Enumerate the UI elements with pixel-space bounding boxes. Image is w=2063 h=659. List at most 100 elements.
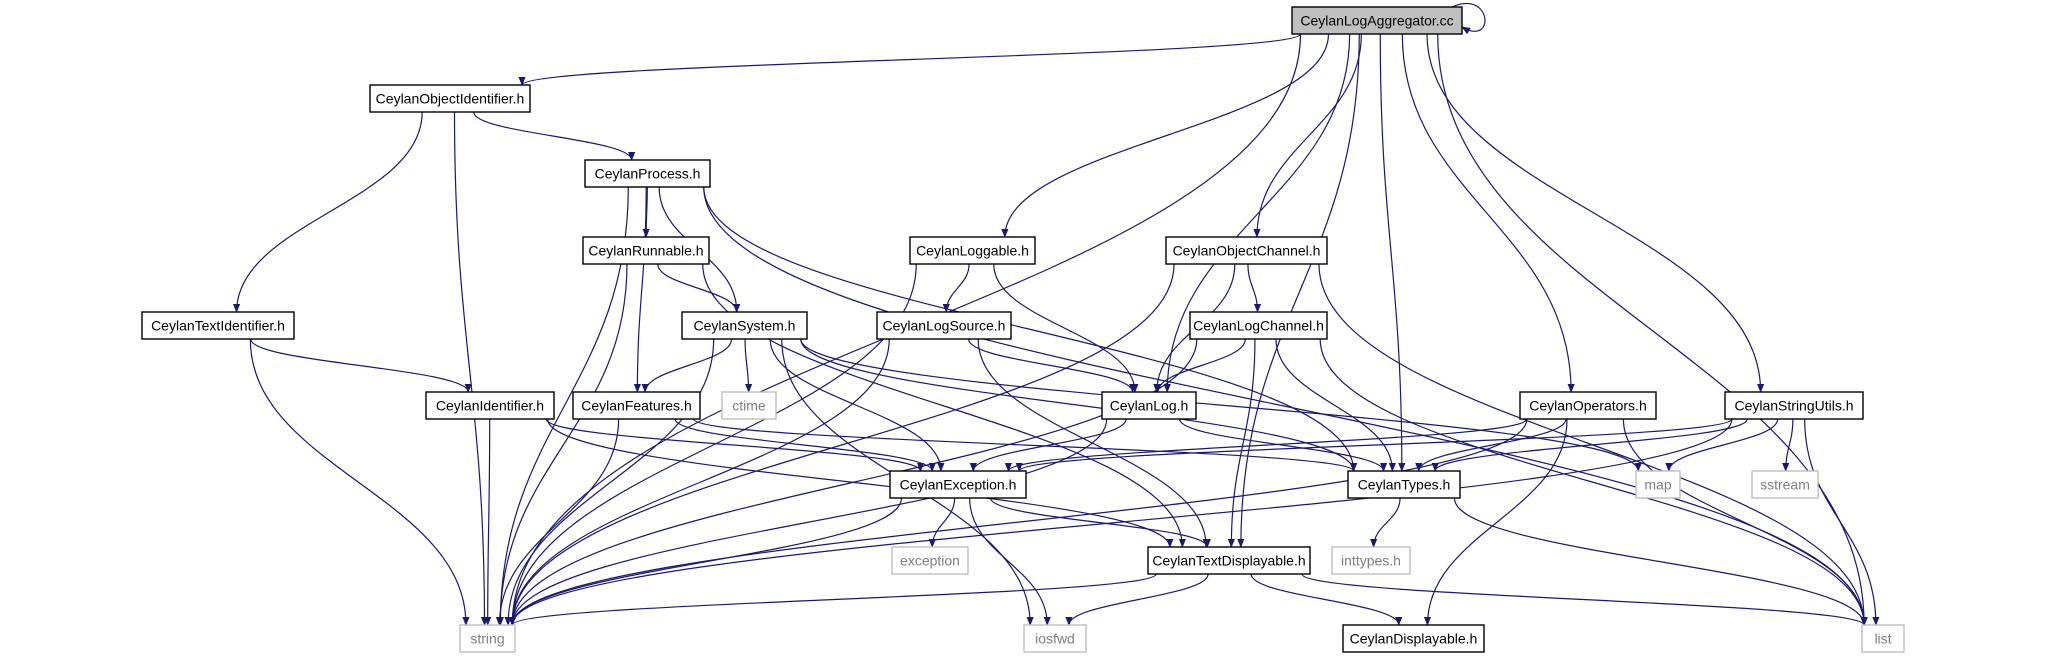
edge-log-to-types [1179, 418, 1388, 472]
edge-operators-to-displayable [1423, 418, 1568, 626]
edge-stringutils-to-exception [1015, 418, 1733, 472]
node-textdisp[interactable]: CeylanTextDisplayable.h [1147, 546, 1311, 575]
node-label-objident: CeylanObjectIdentifier.h [376, 91, 525, 107]
node-objchannel[interactable]: CeylanObjectChannel.h [1165, 236, 1328, 265]
node-features[interactable]: CeylanFeatures.h [572, 391, 701, 420]
edge-operators-to-string [508, 418, 1528, 626]
node-string: string [459, 624, 516, 653]
node-box-features [572, 391, 701, 420]
node-system[interactable]: CeylanSystem.h [681, 311, 808, 340]
edge-process-to-runnable [642, 186, 650, 238]
edge-identifier-to-exception [545, 418, 925, 472]
edge-root-to-types [1379, 33, 1406, 472]
node-label-sstream: sstream [1760, 477, 1810, 493]
edge-process-to-types [703, 186, 1358, 472]
node-box-list [1861, 624, 1905, 653]
node-operators[interactable]: CeylanOperators.h [1519, 391, 1657, 420]
node-process[interactable]: CeylanProcess.h [584, 159, 711, 188]
node-log[interactable]: CeylanLog.h [1101, 391, 1197, 420]
edge-textident-to-string [249, 338, 470, 626]
edge-features-to-string [495, 418, 620, 626]
edge-logchannel-to-types [1275, 338, 1396, 472]
node-textident[interactable]: CeylanTextIdentifier.h [141, 311, 295, 340]
node-sstream: sstream [1751, 470, 1819, 499]
node-label-ctime: ctime [732, 398, 766, 414]
node-box-stringutils [1724, 391, 1864, 420]
node-label-log: CeylanLog.h [1110, 398, 1189, 414]
edge-system-to-ctime [744, 338, 753, 393]
node-box-objchannel [1165, 236, 1328, 265]
edge-stringutils-to-map [1665, 418, 1779, 472]
node-label-inttypes: inttypes.h [1341, 553, 1401, 569]
node-displayable[interactable]: CeylanDisplayable.h [1342, 624, 1485, 653]
node-inttypes: inttypes.h [1331, 546, 1411, 575]
edge-objident-to-string [453, 111, 489, 626]
node-root[interactable]: CeylanLogAggregator.cc [1291, 6, 1463, 35]
node-logchannel[interactable]: CeylanLogChannel.h [1189, 311, 1328, 340]
edge-system-to-types [800, 338, 1358, 472]
node-map: map [1635, 470, 1681, 499]
node-types[interactable]: CeylanTypes.h [1347, 470, 1461, 499]
edge-root-to-objchannel [1253, 33, 1362, 238]
node-label-system: CeylanSystem.h [694, 318, 796, 334]
node-label-exception: CeylanException.h [900, 477, 1017, 493]
node-label-objchannel: CeylanObjectChannel.h [1173, 243, 1321, 259]
node-stringutils[interactable]: CeylanStringUtils.h [1724, 391, 1864, 420]
node-label-iosfwd: iosfwd [1035, 631, 1075, 647]
node-box-logchannel [1189, 311, 1328, 340]
node-label-stringutils: CeylanStringUtils.h [1734, 398, 1853, 414]
node-box-map [1635, 470, 1681, 499]
edge-exception-to-iosfwd [969, 497, 1051, 626]
edge-system-to-map [800, 338, 1642, 472]
node-label-string: string [470, 631, 504, 647]
edge-types-to-list [1453, 497, 1868, 626]
node-label-root: CeylanLogAggregator.cc [1300, 13, 1453, 29]
edge-stringutils-to-types [1431, 418, 1748, 472]
node-box-identifier [425, 391, 555, 420]
edge-runnable-to-system [657, 263, 741, 313]
edge-exception-to-textdisp [989, 497, 1211, 548]
node-box-process [584, 159, 711, 188]
node-identifier[interactable]: CeylanIdentifier.h [425, 391, 555, 420]
node-box-logsource [876, 311, 1012, 340]
node-exception[interactable]: CeylanException.h [889, 470, 1027, 499]
node-box-log [1101, 391, 1197, 420]
node-box-string [459, 624, 516, 653]
edge-logsource-to-string [508, 338, 890, 626]
node-loggable[interactable]: CeylanLoggable.h [909, 236, 1036, 265]
node-label-runnable: CeylanRunnable.h [588, 243, 703, 259]
edge-textident-to-identifier [250, 338, 472, 393]
edge-stringutils-to-sstream [1782, 418, 1794, 472]
edge-logchannel-to-textdisp [1227, 338, 1256, 548]
node-label-list: list [1874, 631, 1891, 647]
node-box-objident [369, 84, 531, 113]
node-box-textdisp [1147, 546, 1311, 575]
node-label-loggable: CeylanLoggable.h [916, 243, 1029, 259]
node-box-iosfwd [1023, 624, 1087, 653]
node-logsource[interactable]: CeylanLogSource.h [876, 311, 1012, 340]
node-label-logsource: CeylanLogSource.h [883, 318, 1006, 334]
node-runnable[interactable]: CeylanRunnable.h [582, 236, 710, 265]
edge-exception-to-stdexception [928, 497, 956, 548]
edge-types-to-inttypes [1370, 497, 1401, 548]
node-box-textident [141, 311, 295, 340]
node-box-types [1347, 470, 1461, 499]
node-label-features: CeylanFeatures.h [581, 398, 692, 414]
node-label-logchannel: CeylanLogChannel.h [1193, 318, 1324, 334]
edge-root-to-textdisp [1237, 33, 1360, 548]
node-label-operators: CeylanOperators.h [1529, 398, 1647, 414]
edge-identifier-to-string [484, 418, 492, 626]
edge-log-to-exception [969, 418, 1127, 472]
edge-stringutils-to-list [1804, 418, 1880, 626]
edge-objchannel-to-string [508, 263, 1175, 626]
edge-objchannel-to-logchannel [1247, 263, 1262, 313]
node-label-identifier: CeylanIdentifier.h [436, 398, 544, 414]
node-objident[interactable]: CeylanObjectIdentifier.h [369, 84, 531, 113]
edge-root-to-operators [1401, 33, 1575, 393]
edge-logsource-to-log [968, 338, 1137, 393]
edge-root-to-root [1451, 3, 1486, 35]
edge-process-to-features [633, 186, 647, 393]
edge-system-to-exception [769, 338, 945, 472]
node-label-process: CeylanProcess.h [595, 166, 701, 182]
